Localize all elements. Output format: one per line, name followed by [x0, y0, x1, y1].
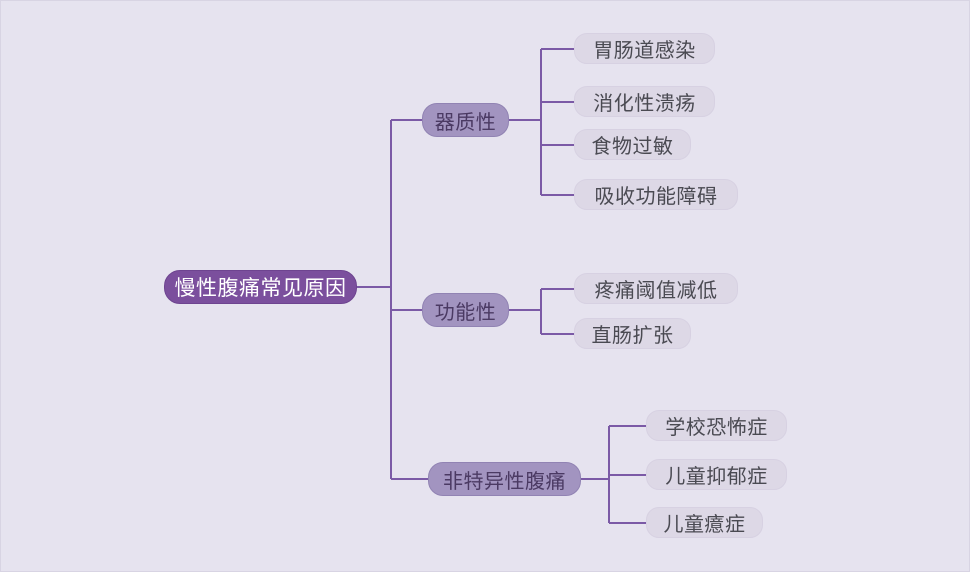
leaf-node-0-0[interactable]: 胃肠道感染 — [574, 33, 715, 64]
leaf-node-1-0[interactable]: 疼痛阈值减低 — [574, 273, 738, 304]
root-node[interactable]: 慢性腹痛常见原因 — [164, 270, 357, 304]
leaf-node-2-1[interactable]: 儿童抑郁症 — [646, 459, 787, 490]
leaf-node-2-0[interactable]: 学校恐怖症 — [646, 410, 787, 441]
leaf-node-0-2[interactable]: 食物过敏 — [574, 129, 691, 160]
branch-node-0[interactable]: 器质性 — [422, 103, 509, 137]
leaf-node-2-2[interactable]: 儿童癔症 — [646, 507, 763, 538]
branch-node-1[interactable]: 功能性 — [422, 293, 509, 327]
leaf-node-0-3[interactable]: 吸收功能障碍 — [574, 179, 738, 210]
leaf-node-0-1[interactable]: 消化性溃疡 — [574, 86, 715, 117]
branch-node-2[interactable]: 非特异性腹痛 — [428, 462, 581, 496]
leaf-node-1-1[interactable]: 直肠扩张 — [574, 318, 691, 349]
